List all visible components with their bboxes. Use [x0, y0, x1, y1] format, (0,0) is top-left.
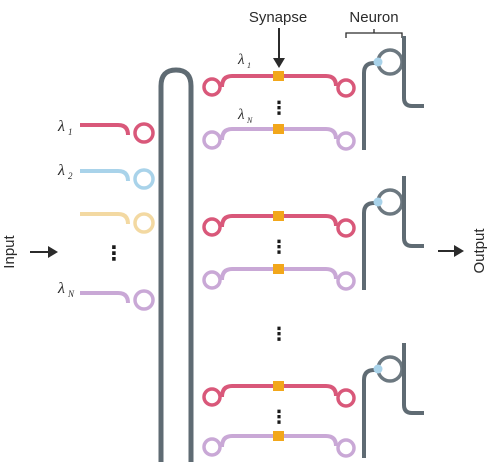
neuron-2 [362, 176, 424, 290]
svg-text:λ: λ [237, 107, 245, 123]
input-arrow [30, 246, 58, 258]
neuron-3 [362, 343, 424, 458]
synapse-weight [273, 211, 284, 221]
input-channel-lambda-n [80, 289, 155, 311]
synapse-row-3-red [202, 381, 356, 408]
svg-text:1: 1 [247, 61, 251, 70]
synapse-row-1-red [202, 71, 356, 98]
synapse-ellipsis-2: ⋮ [270, 237, 288, 257]
synapse-row-2-red [202, 211, 356, 238]
input-channel-lambda-2 [80, 168, 155, 190]
synapse-ellipsis-3: ⋮ [270, 407, 288, 427]
synapse-weight [273, 71, 284, 81]
input-channel-lambda-1 [80, 122, 155, 144]
neuron-1 [362, 36, 424, 150]
input-channel-extra [80, 212, 155, 234]
synapse-row-2-purple [202, 264, 356, 291]
output-label: Output [471, 228, 488, 274]
svg-text:1: 1 [68, 127, 73, 137]
neuron-bracket [345, 29, 403, 38]
svg-text:λ: λ [237, 52, 245, 68]
svg-text:λ: λ [57, 118, 65, 135]
svg-text:N: N [67, 289, 75, 299]
synapse-weight [273, 431, 284, 441]
svg-text:λ: λ [57, 280, 65, 297]
input-label: Input [1, 234, 18, 268]
svg-text:λ: λ [57, 162, 65, 179]
bus-waveguide [158, 67, 194, 462]
synapse-label-lambda-n: λ N [237, 107, 253, 125]
synapse-row-1-purple [202, 124, 356, 151]
output-arrow [438, 245, 464, 257]
svg-text:N: N [246, 116, 253, 125]
lambda-n-label: λ N [57, 280, 75, 299]
synapse-label-lambda-1: λ 1 [237, 52, 251, 70]
neuron-label: Neuron [349, 9, 398, 26]
lambda-1-label: λ 1 [57, 118, 73, 137]
synapse-ellipsis-1: ⋮ [270, 98, 288, 118]
synapse-row-3-purple [202, 431, 356, 458]
input-ellipsis: ⋮ [104, 243, 124, 265]
lambda-2-label: λ 2 [57, 162, 73, 181]
synapse-weight [273, 381, 284, 391]
synapse-weight [273, 124, 284, 134]
synapse-label: Synapse [249, 9, 307, 26]
synapse-arrow [273, 28, 285, 68]
group-ellipsis: ⋮ [270, 324, 288, 344]
svg-text:2: 2 [68, 171, 73, 181]
synapse-weight [273, 264, 284, 274]
